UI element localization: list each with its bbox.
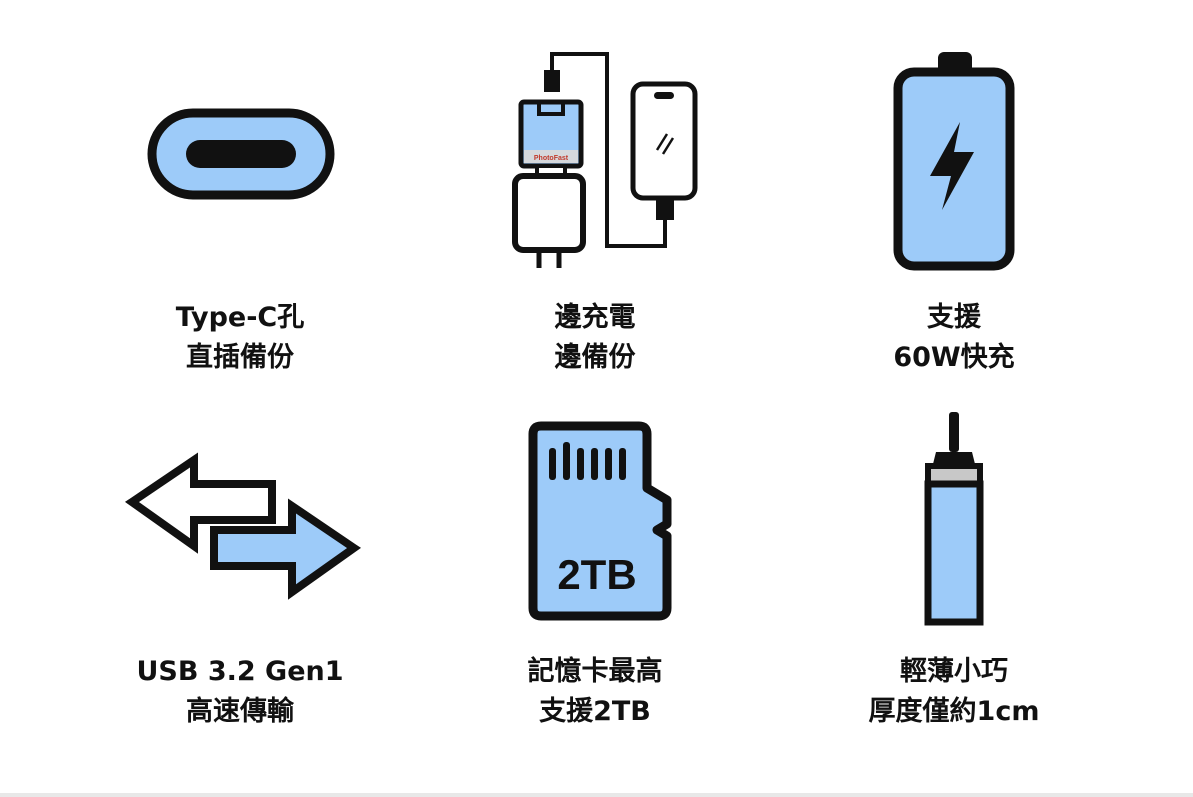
slim-device-icon <box>784 400 1124 640</box>
feature-usb-transfer-line2: 高速傳輸 <box>186 696 294 727</box>
transfer-arrows-icon <box>70 400 410 640</box>
feature-fast-charge-line1: 支援 <box>927 302 981 333</box>
feature-charge-backup-line1: 邊充電 <box>554 302 636 333</box>
feature-slim-line2: 厚度僅約1cm <box>868 696 1040 727</box>
feature-usb-transfer: USB 3.2 Gen1 高速傳輸 <box>70 400 410 740</box>
feature-fast-charge: 支援 60W快充 <box>784 40 1124 380</box>
feature-fast-charge-line2: 60W快充 <box>893 342 1015 373</box>
memory-card-icon: 2TB <box>425 400 765 640</box>
feature-slim: 輕薄小巧 厚度僅約1cm <box>784 400 1124 740</box>
memory-card-capacity: 2TB <box>557 551 636 598</box>
feature-charge-backup: PhotoFast 邊充電 邊備份 <box>425 40 765 380</box>
feature-type-c: Type-C孔 直插備份 <box>70 40 410 380</box>
usb-c-port-icon <box>70 40 410 280</box>
feature-memory-card: 2TB 記憶卡最高 支援2TB <box>425 400 765 740</box>
feature-type-c-line1: Type-C孔 <box>175 302 305 333</box>
bottom-divider <box>0 793 1193 797</box>
device-brand-label: PhotoFast <box>534 155 569 162</box>
feature-memory-card-line2: 支援2TB <box>539 696 651 727</box>
feature-type-c-line2: 直插備份 <box>186 342 294 373</box>
feature-usb-transfer-line1: USB 3.2 Gen1 <box>136 656 344 687</box>
battery-charging-icon <box>784 40 1124 280</box>
feature-slim-line1: 輕薄小巧 <box>900 656 1008 687</box>
feature-memory-card-line1: 記憶卡最高 <box>527 656 663 687</box>
feature-charge-backup-line2: 邊備份 <box>554 342 636 373</box>
charging-backup-icon: PhotoFast <box>425 40 765 280</box>
